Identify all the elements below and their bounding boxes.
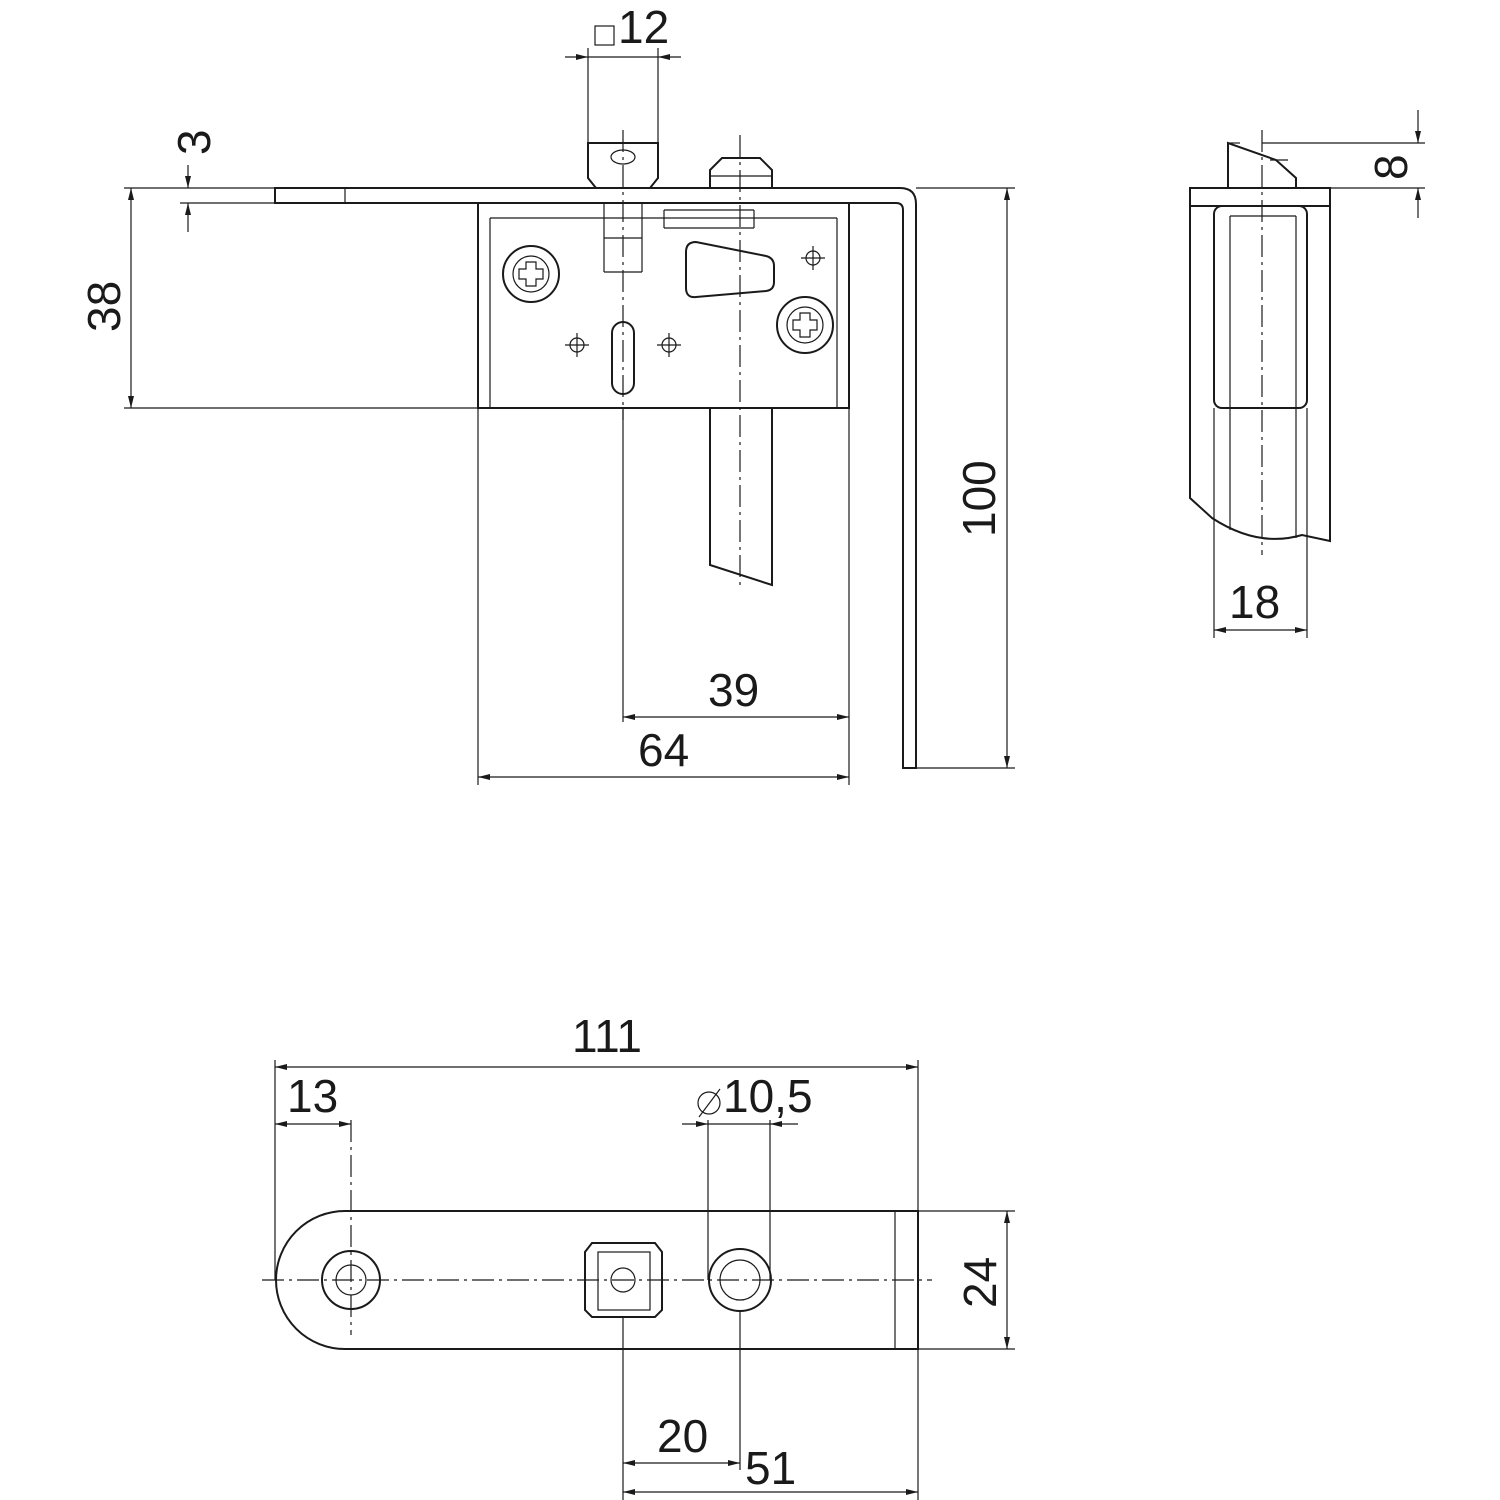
dim-label-8: 8 [1365, 154, 1417, 180]
dim-label-10-5: 10,5 [723, 1070, 813, 1122]
mounting-hole-right [657, 333, 681, 357]
lock-case [477, 202, 850, 409]
dim-label-24: 24 [954, 1257, 1006, 1308]
plate-spindle-hole [610, 1267, 636, 1293]
dim-label-64: 64 [638, 724, 689, 776]
side-view: 8 18 [1189, 110, 1425, 638]
angle-plate-outline [274, 187, 917, 769]
dim-label-18: 18 [1229, 576, 1280, 628]
diameter-symbol-icon [697, 1088, 721, 1118]
dim-label-38: 38 [78, 281, 130, 332]
phillips-screw-right [776, 296, 834, 354]
plate-outline [275, 1210, 919, 1350]
side-body-outline [1189, 206, 1331, 543]
dim-label-51: 51 [745, 1442, 796, 1494]
front-view: 12 3 38 100 39 64 [78, 1, 1015, 785]
dim-label-3: 3 [168, 129, 220, 155]
plate-spindle-inner [597, 1251, 651, 1311]
plate-view: 111 13 10,5 24 20 51 [262, 1010, 1015, 1500]
mounting-hole-top-right [801, 246, 825, 270]
latch-tongue [685, 240, 775, 299]
square-symbol-icon [594, 25, 615, 46]
plate-spindle-square [584, 1242, 663, 1318]
dim-label-20: 20 [657, 1410, 708, 1462]
side-flange [1189, 187, 1331, 207]
side-inner-case [1213, 205, 1308, 409]
dim-label-100: 100 [953, 460, 1005, 537]
dim-label-13: 13 [287, 1070, 338, 1122]
dim-label-12: 12 [618, 1, 669, 53]
bolt-tail [709, 408, 773, 587]
latch-knob [709, 157, 773, 188]
mounting-hole-left [565, 333, 589, 357]
phillips-screw-left [502, 245, 560, 303]
dim-label-39: 39 [708, 664, 759, 716]
dim-label-111: 111 [572, 1010, 642, 1062]
